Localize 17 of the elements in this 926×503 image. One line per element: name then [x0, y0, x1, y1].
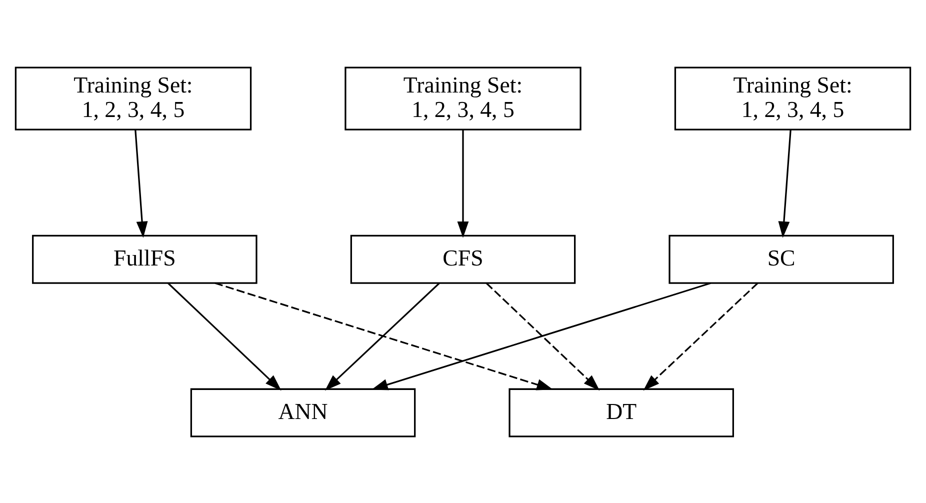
node-box: ANN: [190, 388, 416, 437]
node-box: CFS: [350, 234, 576, 284]
node-box: Training Set: 1, 2, 3, 4, 5: [14, 66, 252, 130]
arrow: [214, 282, 554, 390]
arrow: [643, 282, 758, 390]
arrow: [134, 129, 148, 238]
arrow: [167, 282, 282, 390]
node-box: Training Set: 1, 2, 3, 4, 5: [344, 66, 582, 130]
arrow: [324, 282, 440, 390]
arrow: [457, 129, 469, 238]
node-box: SC: [668, 234, 894, 284]
node-box: DT: [508, 388, 734, 437]
arrow: [778, 129, 792, 238]
node-box: FullFS: [32, 234, 258, 284]
arrow: [486, 282, 600, 390]
node-box: Training Set: 1, 2, 3, 4, 5: [674, 66, 912, 130]
arrow: [372, 282, 711, 390]
